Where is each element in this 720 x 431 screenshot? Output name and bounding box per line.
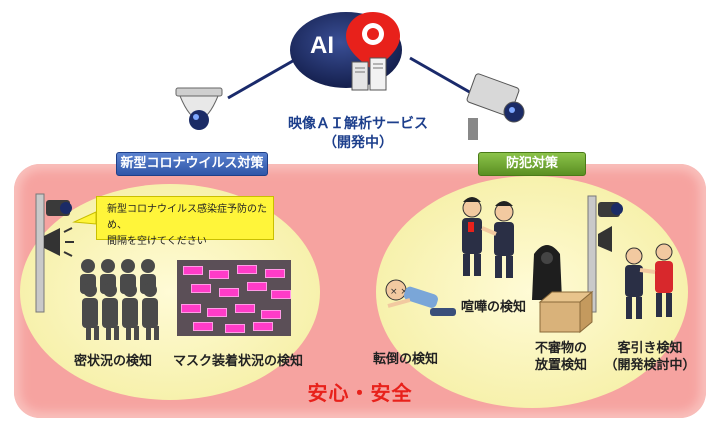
density-detection-label: 密状況の検知 xyxy=(74,354,153,369)
mask-detection-label: マスク装着状況の検知 xyxy=(173,354,304,369)
service-title: 映像ＡＩ解析サービス （開発中） xyxy=(283,115,433,153)
fight-detection-label: 喧嘩の検知 xyxy=(461,300,527,315)
fall-detection-label: 転倒の検知 xyxy=(373,352,439,367)
fallen-person-icon: × × xyxy=(385,279,456,316)
mask-detection-photo xyxy=(177,260,291,336)
fighting-people-icon xyxy=(462,197,514,278)
svg-text:× ×: × × xyxy=(390,287,408,297)
hooded-figure-icon xyxy=(532,245,562,300)
speaker-message-bubble: 新型コロナウイルス感染症予防のため、 間隔を空けてください xyxy=(96,196,274,247)
solicitor-people-icon xyxy=(625,243,673,319)
solicitation-detection-label: 客引き検知 （開発検討中） xyxy=(604,340,696,374)
bubble-line2: 間隔を空けてください xyxy=(107,236,207,247)
server-icon xyxy=(351,57,387,91)
service-title-line2: （開発中） xyxy=(323,135,393,151)
solicitation-line2: （開発検討中） xyxy=(604,358,696,373)
solicitation-line1: 客引き検知 xyxy=(617,341,683,356)
abandoned-object-line1: 不審物の xyxy=(534,341,587,356)
abandoned-box-icon xyxy=(538,290,594,334)
bubble-line1: 新型コロナウイルス感染症予防のため、 xyxy=(107,204,267,231)
pole-camera-left-icon xyxy=(35,193,72,313)
link-line-left xyxy=(227,56,299,100)
ai-label: AI xyxy=(310,32,334,59)
abandoned-object-label: 不審物の 放置検知 xyxy=(528,340,594,374)
speaker-icon xyxy=(44,227,74,257)
crowd-icon xyxy=(80,259,159,340)
gear-icon xyxy=(346,12,400,70)
pole-camera-right-icon xyxy=(587,195,623,313)
safety-slogan: 安心・安全 xyxy=(307,381,413,405)
link-line-right xyxy=(409,56,481,100)
covid-countermeasures-tag: 新型コロナウイルス対策 xyxy=(116,152,268,176)
dome-camera-icon xyxy=(175,87,223,130)
service-title-line1: 映像ＡＩ解析サービス xyxy=(288,116,428,132)
crime-prevention-tag: 防犯対策 xyxy=(478,152,586,176)
box-camera-icon xyxy=(466,73,525,140)
abandoned-object-line2: 放置検知 xyxy=(534,358,587,373)
